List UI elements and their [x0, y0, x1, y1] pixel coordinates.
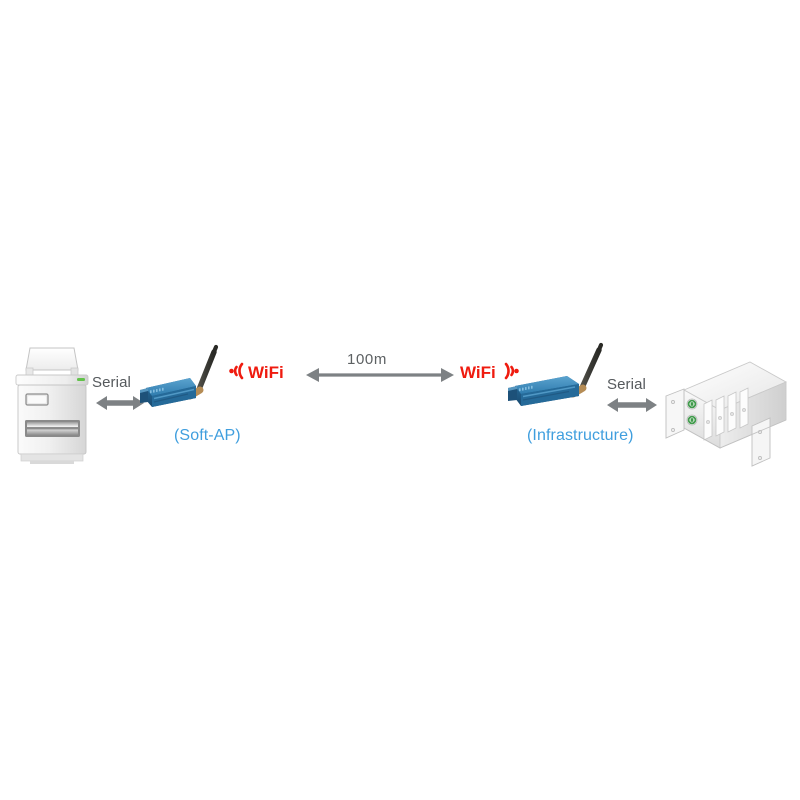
printer-icon [15, 347, 89, 464]
wifi-adapter-left[interactable] [138, 340, 236, 418]
status-led-icon [77, 378, 85, 381]
rack-server-icon [665, 361, 788, 467]
serial-label-left: Serial [92, 374, 131, 391]
wifi-adapter-icon [508, 342, 604, 406]
wireless-distance-arrow [306, 368, 454, 382]
serial-arrow-right [607, 398, 657, 412]
mode-label-soft-ap: (Soft-AP) [174, 427, 241, 444]
printer[interactable] [8, 344, 96, 466]
antenna-icon [195, 349, 217, 395]
distance-label: 100m [347, 351, 387, 368]
wifi-label-right: WiFi [460, 363, 496, 382]
serial-label-right: Serial [607, 376, 646, 393]
expansion-slots-icon [703, 387, 749, 441]
antenna-icon [578, 347, 602, 393]
wifi-adapter-icon [140, 344, 219, 407]
rack-ear-icon [665, 388, 685, 439]
wifi-label-left: WiFi [248, 363, 284, 382]
wifi-signal-icon-right [504, 362, 519, 380]
serial-arrow-left [96, 396, 144, 410]
wifi-signal-icon-left [229, 362, 244, 380]
network-port-icon [686, 398, 698, 410]
network-port-icon [686, 414, 698, 426]
rack-ear-icon [751, 417, 771, 467]
rack-server[interactable] [654, 352, 790, 468]
wifi-adapter-right[interactable] [505, 340, 611, 420]
mode-label-infrastructure: (Infrastructure) [527, 427, 634, 444]
